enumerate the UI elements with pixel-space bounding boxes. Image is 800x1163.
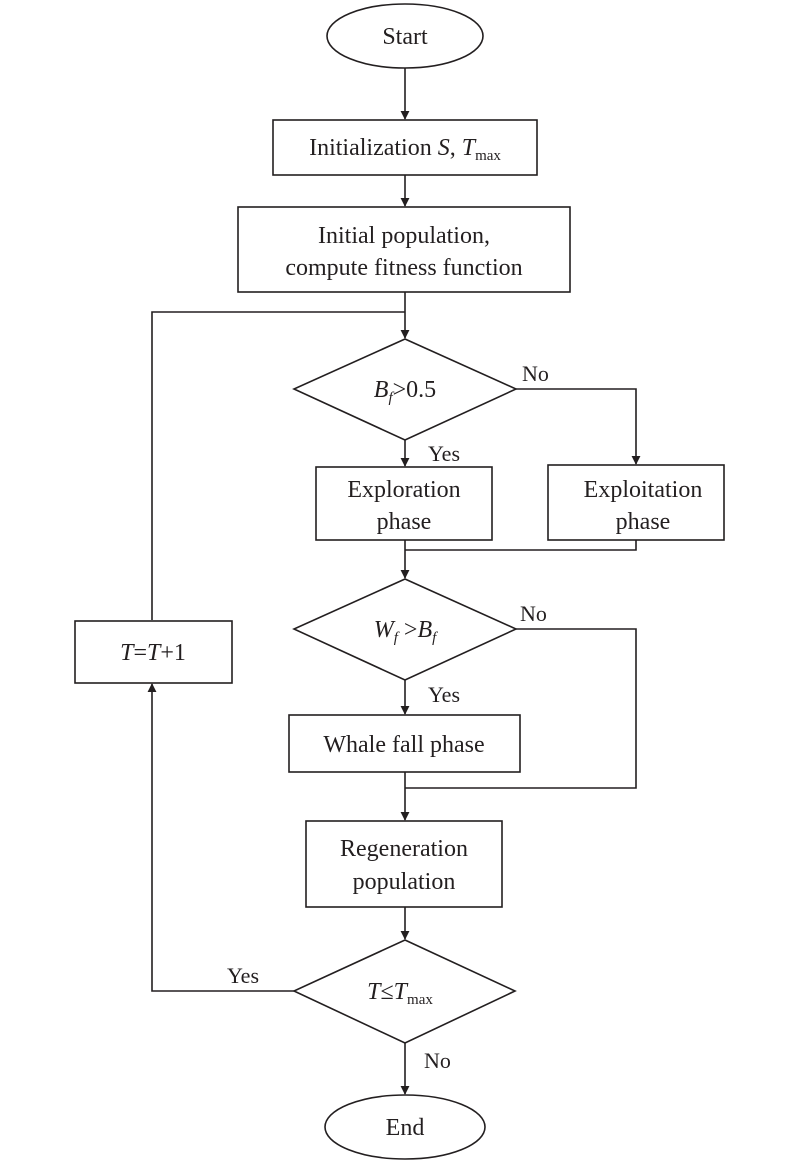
population-line1: Initial population, — [318, 223, 490, 249]
bf-decision-node: Bf>0.5 — [292, 338, 518, 441]
wf-decision-label: Wf >Bf — [374, 617, 438, 646]
exploration-node: Exploration phase — [315, 466, 493, 541]
init-label: Initialization S, Tmax — [309, 135, 501, 164]
start-node: Start — [326, 3, 484, 69]
bf-yes-label: Yes — [428, 441, 460, 466]
edge-exploitation-merge — [405, 540, 637, 551]
whale-fall-node: Whale fall phase — [288, 714, 521, 773]
population-node: Initial population, compute fitness func… — [237, 206, 571, 293]
exploitation-line2: phase — [616, 509, 671, 535]
population-line2: compute fitness function — [285, 255, 522, 281]
increment-label: T=T+1 — [120, 640, 186, 666]
exploration-line1: Exploration — [347, 477, 460, 503]
end-node: End — [324, 1094, 486, 1160]
wf-decision-node: Wf >Bf — [292, 578, 518, 681]
edge-loop-return — [151, 311, 405, 620]
wf-no-label: No — [520, 601, 547, 626]
regeneration-line2: population — [353, 869, 456, 895]
bf-no-label: No — [522, 361, 549, 386]
t-decision-label: T≤Tmax — [367, 979, 433, 1008]
t-decision-node: T≤Tmax — [292, 939, 517, 1044]
increment-node: T=T+1 — [74, 620, 233, 684]
edge-t-increment — [147, 683, 294, 992]
t-no-label: No — [424, 1048, 451, 1073]
connectors — [147, 68, 641, 1095]
exploitation-line1: Exploitation — [584, 477, 703, 503]
exploitation-node: Exploitation phase — [547, 464, 725, 541]
bf-decision-label: Bf>0.5 — [374, 377, 436, 406]
t-yes-label: Yes — [227, 963, 259, 988]
edge-labels: No Yes No Yes Yes No — [227, 361, 549, 1073]
edge-bf-exploitation — [516, 388, 641, 465]
whale-fall-label: Whale fall phase — [323, 732, 484, 758]
end-label: End — [386, 1115, 425, 1141]
wf-yes-label: Yes — [428, 682, 460, 707]
init-node: Initialization S, Tmax — [272, 119, 538, 176]
regeneration-node: Regeneration population — [305, 820, 503, 908]
regeneration-line1: Regeneration — [340, 836, 468, 862]
edge-wf-bypass — [405, 628, 637, 789]
start-label: Start — [382, 24, 428, 50]
exploration-line2: phase — [377, 509, 432, 535]
